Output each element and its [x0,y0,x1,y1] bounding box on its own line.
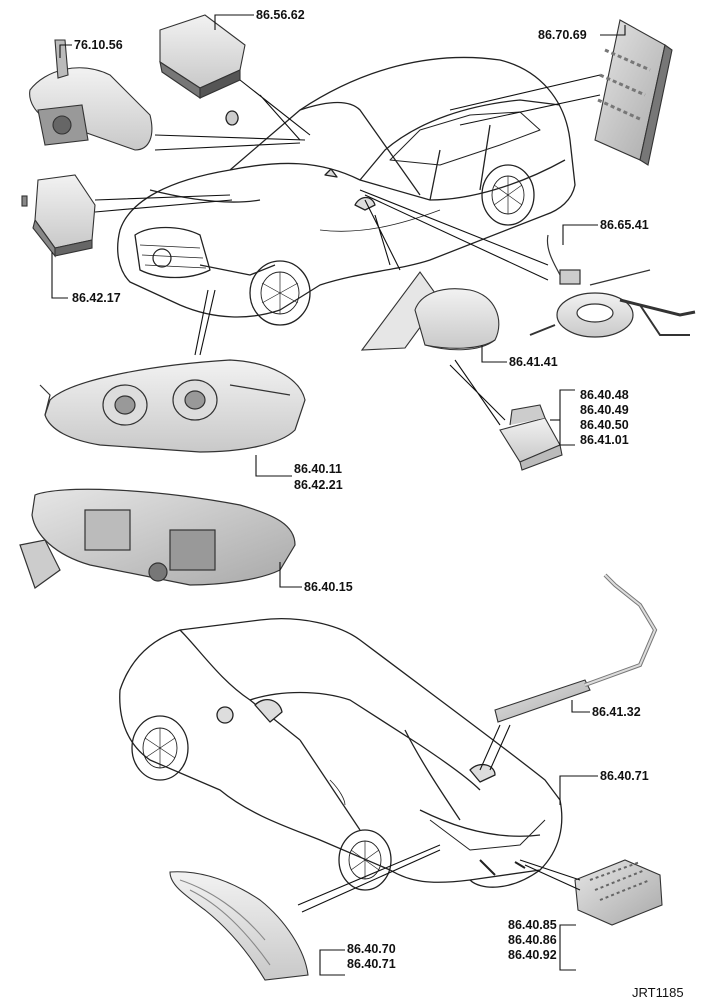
interior-mirror-camera-part [29,39,153,151]
callout-rear-control-module-2: 86.40.86 [508,933,557,947]
callout-puddle-lamp-4: 86.41.01 [580,433,629,447]
callout-interior-mirror-camera: 76.10.56 [74,38,123,52]
callout-rear-lamp-module: 86.40.71 [600,769,649,783]
callout-puddle-lamp-3: 86.40.50 [580,418,629,432]
rear-car-outline [119,618,563,891]
callout-puddle-lamp-1: 86.40.48 [580,388,629,402]
headlamp-part [39,359,306,453]
callout-clockspring-switches: 86.65.41 [600,218,649,232]
leader-lines [51,14,626,976]
callout-front-radar-module: 86.56.62 [256,8,305,22]
callout-headlamp-1: 86.40.11 [294,462,342,476]
headlamp-rear-part [19,488,296,589]
tail-lamp-part [169,871,309,981]
callout-fuse-box: 86.70.69 [538,28,587,42]
control-module-part [21,174,96,258]
callout-high-mounted-stop-lamp: 86.41.32 [592,705,641,719]
callout-tail-lamp-2: 86.40.71 [347,957,396,971]
door-mirror-part [360,271,500,351]
callout-headlamp-2: 86.42.21 [294,478,343,492]
puddle-lamp-part [499,404,563,471]
stop-lamp-part [494,573,658,723]
rear-module-part [574,859,663,926]
front-car-outline [117,56,576,326]
callout-rear-control-module-1: 86.40.85 [508,918,557,932]
clockspring-part [529,234,696,338]
reference-code: JRT1185 [632,985,684,1000]
callout-control-module: 86.42.17 [72,291,121,305]
callout-headlamp-rear-module: 86.40.15 [304,580,353,594]
fuse-box-part [594,19,673,166]
radar-module-part [159,14,246,100]
callout-rear-control-module-3: 86.40.92 [508,948,557,962]
callout-tail-lamp-1: 86.40.70 [347,942,396,956]
callout-puddle-lamp-2: 86.40.49 [580,403,629,417]
callout-door-mirror: 86.41.41 [509,355,558,369]
